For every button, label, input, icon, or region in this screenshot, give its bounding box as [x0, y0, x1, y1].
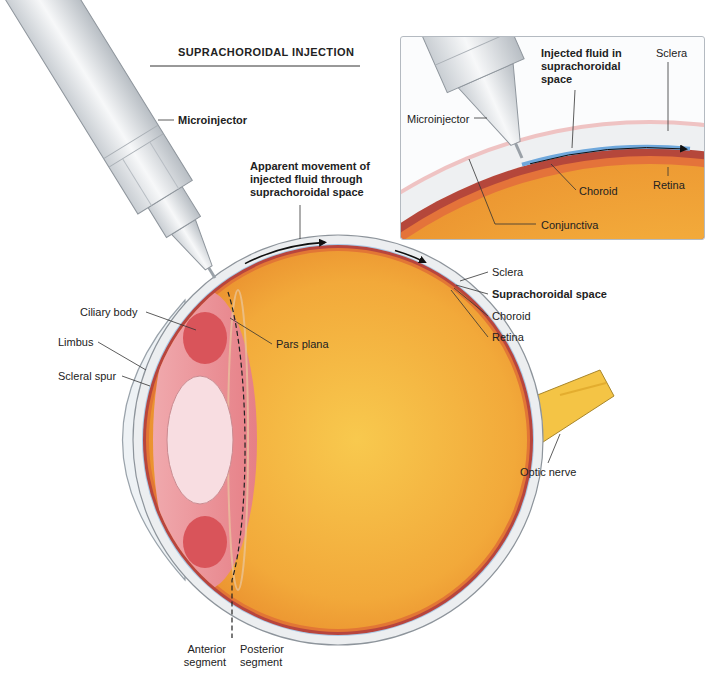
callout-label: Apparent movement of injected fluid thro… [250, 160, 408, 199]
anterior-section [183, 516, 227, 568]
eye-globe [133, 235, 543, 645]
eye-globe [146, 248, 530, 632]
inset-illustration [401, 124, 704, 239]
part-label: Ciliary body [80, 306, 137, 319]
leader-lines [146, 312, 196, 330]
flow-arrows [245, 242, 425, 263]
part-label: Choroid [492, 310, 531, 323]
part-label: Suprachoroidal space [492, 288, 607, 301]
eye-globe [133, 235, 543, 645]
part-label: Retina [492, 331, 524, 344]
anterior-section [167, 376, 233, 504]
segment-label: Anterior segment [164, 643, 226, 669]
microinjector [0, 0, 192, 214]
segment-divider [228, 292, 245, 638]
optic-nerve [560, 383, 606, 395]
inset-illustration [668, 167, 669, 176]
anterior-section [153, 290, 257, 590]
leader-lines [460, 272, 488, 281]
part-label: Sclera [492, 266, 523, 279]
inset-illustration [514, 143, 523, 159]
inset-illustration [668, 62, 669, 131]
flow-arrows [245, 242, 325, 263]
inset-illustration [551, 164, 576, 190]
part-label: Sclera [656, 47, 687, 60]
leader-lines [456, 285, 488, 294]
leader-lines [122, 376, 150, 386]
part-label: Optic nerve [520, 466, 576, 479]
leader-lines [158, 120, 174, 121]
inset-illustration [435, 37, 512, 65]
leader-lines [300, 205, 301, 239]
inset-illustration [401, 156, 704, 239]
anterior-section [153, 290, 257, 590]
leader-lines [98, 120, 560, 463]
title-rule [150, 66, 360, 67]
microinjector [207, 267, 216, 279]
part-label: Microinjector [407, 113, 469, 126]
segment-label: Posterior segment [240, 643, 302, 669]
part-label: Choroid [579, 185, 618, 198]
leader-lines [548, 434, 560, 463]
eye-globe [142, 244, 534, 636]
inset-illustration [401, 148, 704, 239]
inset-illustration [522, 147, 690, 165]
title-rule [150, 66, 360, 67]
inset-illustration [469, 159, 536, 224]
anterior-section [183, 312, 227, 364]
leader-lines [230, 318, 272, 344]
inset-illustration [401, 164, 704, 239]
microinjector [0, 0, 242, 295]
inset-illustration [474, 118, 487, 119]
leader-lines [454, 288, 488, 316]
inset-illustration [401, 37, 560, 175]
part-label: Conjunctiva [541, 219, 598, 232]
inset-illustration [530, 148, 686, 164]
part-label: Microinjector [178, 114, 247, 127]
microinjector [150, 142, 179, 189]
segment-divider [228, 292, 245, 638]
leader-lines [451, 290, 488, 337]
inset-illustration [401, 37, 524, 93]
part-label: Limbus [58, 336, 93, 349]
eye-globe [149, 251, 527, 629]
inset-illustration [401, 37, 704, 239]
inset-panel: Microinjector Injected fluid in suprachor… [400, 36, 705, 240]
part-label: Retina [653, 179, 685, 192]
inset-illustration [572, 90, 575, 148]
callout-label: Injected fluid in suprachoroidal space [541, 47, 649, 86]
part-label: Pars plana [276, 338, 329, 351]
flow-arrows [395, 250, 425, 262]
eye-globe [143, 245, 533, 635]
leader-lines [98, 342, 146, 370]
inset-illustration [401, 120, 704, 239]
microinjector [123, 159, 152, 206]
diagram-title: SUPRACHOROIDAL INJECTION [178, 46, 354, 59]
part-label: Scleral spur [58, 370, 116, 383]
